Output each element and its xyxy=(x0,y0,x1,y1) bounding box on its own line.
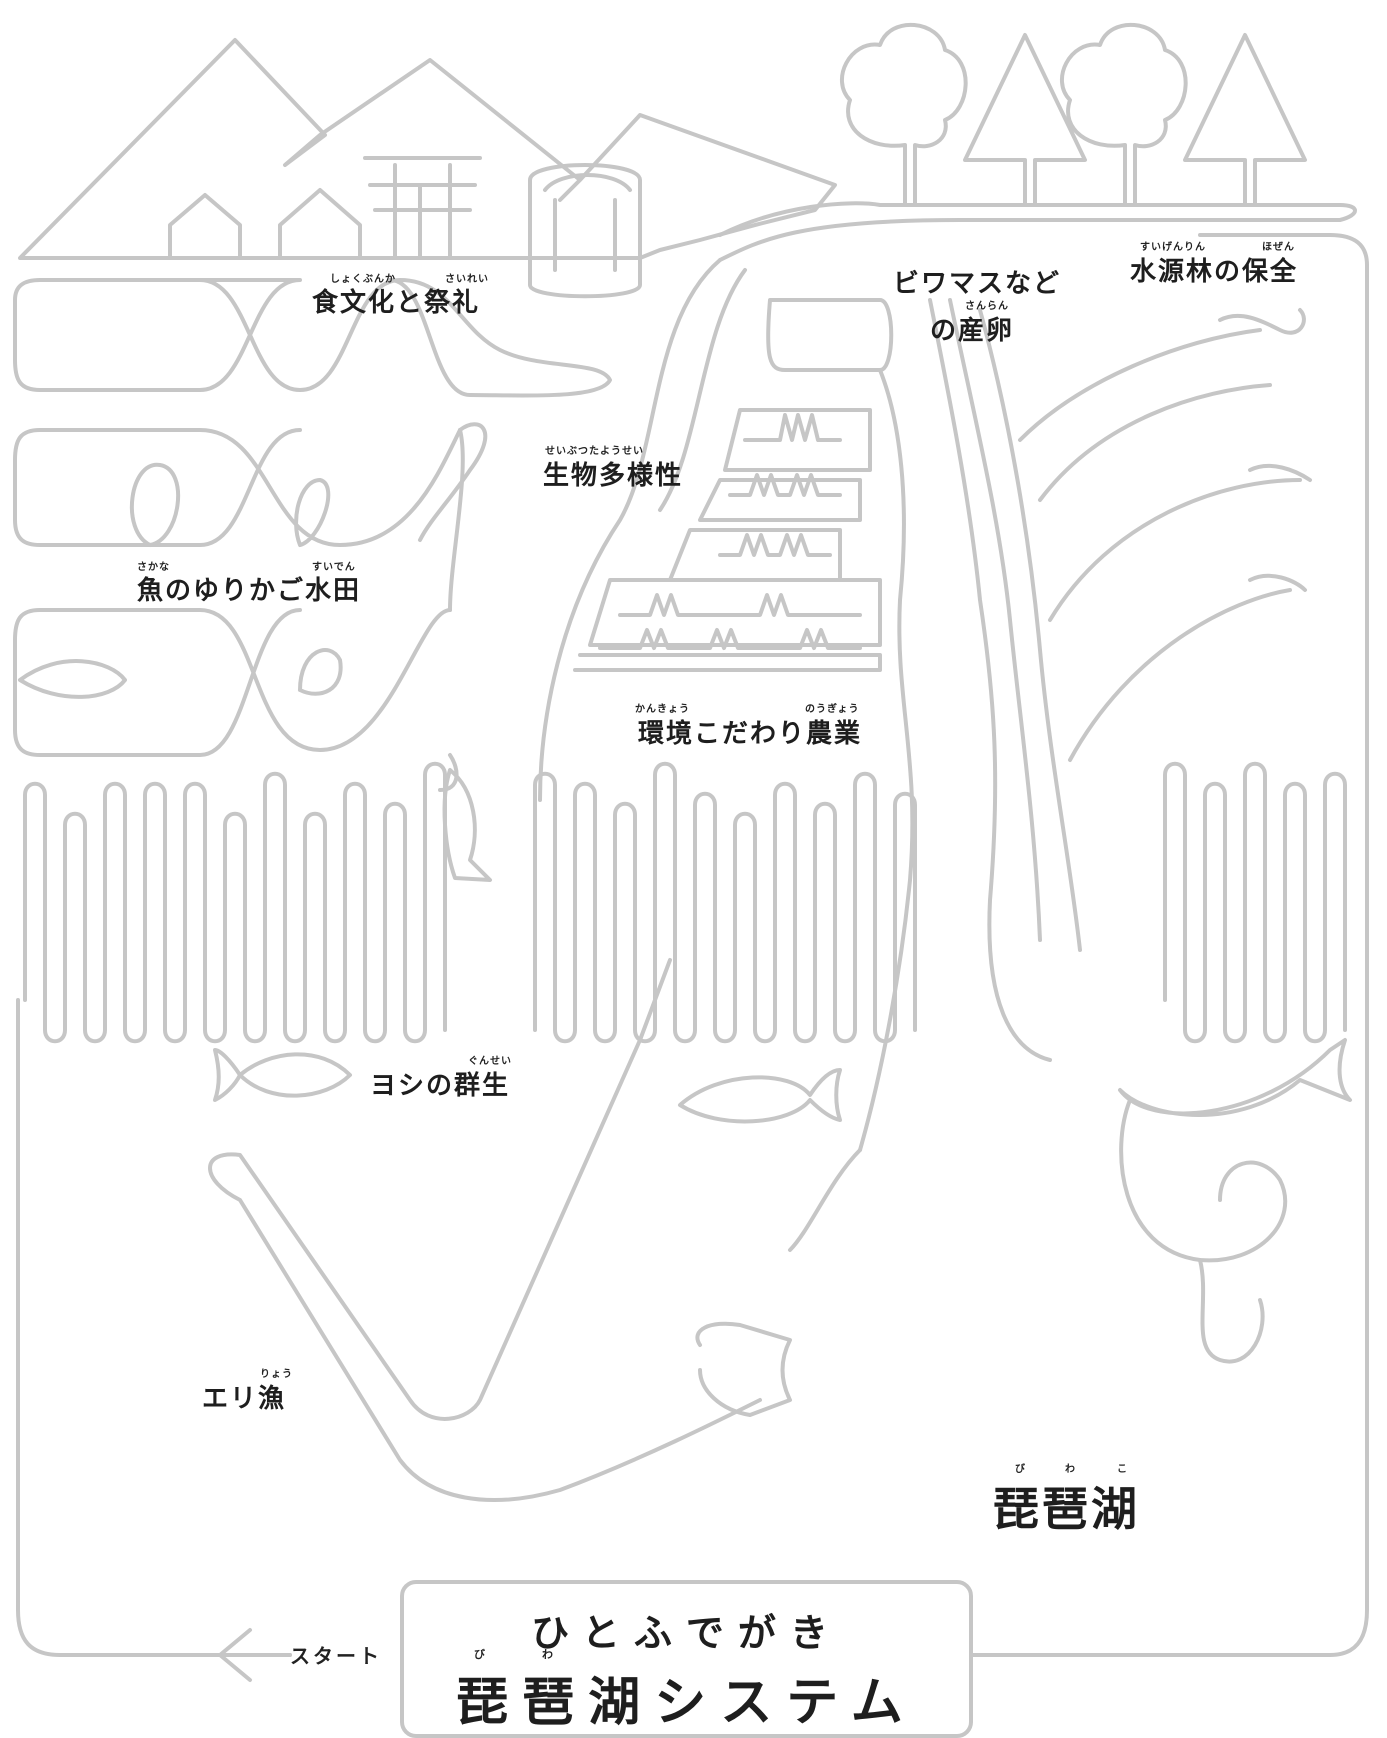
reeds-right xyxy=(1163,761,1347,1044)
forest-ruby-2: ほぜん xyxy=(1262,242,1295,253)
lake-ruby-ko: こ xyxy=(1117,1464,1128,1475)
fish-tail-curl xyxy=(1198,1258,1265,1364)
label-biodiversity: 生物多様性 xyxy=(543,461,684,491)
title-ruby-bi: び xyxy=(474,1648,485,1661)
title-ruby-wa: わ xyxy=(542,1648,553,1661)
house-left xyxy=(168,193,242,260)
fish-small-vertical xyxy=(442,768,492,882)
forest-ruby-1: すいげんりん xyxy=(1140,242,1206,253)
reeds-ruby: ぐんせい xyxy=(468,1056,512,1067)
grain-stalks xyxy=(1018,308,1312,762)
start-label: スタート xyxy=(290,1644,382,1668)
tree-triangle-1 xyxy=(963,33,1087,207)
paddy-loops-3 xyxy=(13,608,452,757)
paddy-loops-1 xyxy=(13,278,612,398)
title-subtitle: ひとふでがき xyxy=(531,1611,842,1655)
reeds-left xyxy=(23,761,447,1044)
eri-trap xyxy=(208,1038,792,1502)
label-reeds: ヨシの群生 xyxy=(370,1071,511,1101)
ground-line xyxy=(718,201,1357,262)
tree-triangle-2 xyxy=(1183,33,1307,207)
biodiversity-ruby: せいぶつたようせい xyxy=(545,446,644,457)
reeds-middle xyxy=(533,761,917,1044)
barrel xyxy=(528,163,642,299)
fish-center xyxy=(678,1068,842,1124)
lake-ruby-bi: び xyxy=(1015,1464,1026,1475)
lake-ruby-wa: わ xyxy=(1065,1464,1076,1475)
river-strands xyxy=(538,258,1082,1152)
house-right xyxy=(278,188,362,260)
torii-gate xyxy=(363,156,482,260)
eco-agri-ruby-1: かんきょう xyxy=(635,704,690,715)
eri-ruby: りょう xyxy=(260,1369,293,1380)
center-diagonal xyxy=(638,958,862,1252)
label-spawning: の産卵 xyxy=(930,316,1015,346)
fish-large-right xyxy=(1118,1038,1352,1263)
label-fish-cradle: 魚のゆりかご水田 xyxy=(137,576,362,606)
food-culture-ruby-2: さいれい xyxy=(445,274,489,285)
label-forest: 水源林の保全 xyxy=(1130,257,1299,287)
fish-left xyxy=(213,1048,352,1102)
terrace-zigzags xyxy=(598,413,862,650)
label-food-culture: 食文化と祭礼 xyxy=(312,288,481,318)
title-box: ひとふでがき び わ 琵琶湖システム xyxy=(400,1580,973,1738)
fish-cradle-ruby-1: さかな xyxy=(137,562,170,573)
food-culture-ruby-1: しょくぶんか xyxy=(330,274,396,285)
spawning-ruby: さんらん xyxy=(965,301,1009,312)
tree-round-2 xyxy=(1059,22,1188,207)
start-arrow xyxy=(218,1628,292,1682)
label-lake: 琵琶湖 xyxy=(993,1482,1140,1536)
label-biwamasu: ビワマスなど xyxy=(893,269,1062,299)
label-eco-agriculture: 環境こだわり農業 xyxy=(638,719,863,749)
fish-cradle-ruby-2: すいでん xyxy=(312,562,356,573)
tree-round-1 xyxy=(839,22,968,207)
eco-agri-ruby-2: のうぎょう xyxy=(805,704,860,715)
title-main: 琵琶湖システム xyxy=(456,1673,917,1733)
outer-frame xyxy=(16,233,1369,1657)
mountains-outline xyxy=(18,38,837,260)
paddy-loops-2 xyxy=(13,422,488,547)
label-eri: エリ漁 xyxy=(202,1384,287,1414)
